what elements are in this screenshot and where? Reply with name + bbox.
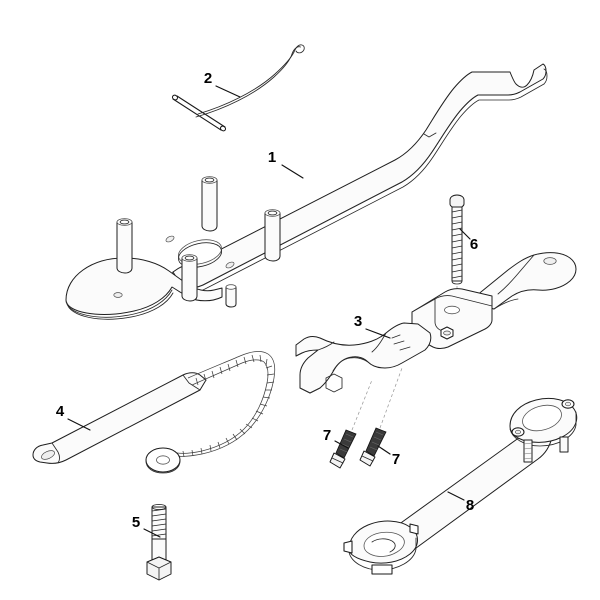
callout-6-number: 6: [470, 236, 478, 253]
callout-layer: 1 2 3 4 5 6: [56, 70, 478, 538]
callout-5-number: 5: [132, 514, 140, 531]
callout-1-number: 1: [268, 149, 276, 166]
callout-2: 2: [204, 70, 241, 98]
part-4-strap-assembly: [32, 351, 276, 474]
pin-lower-center: [181, 254, 198, 302]
part-6-threaded-bolt: [449, 194, 465, 310]
callout-2-number: 2: [204, 70, 212, 87]
callout-7a-number: 7: [323, 427, 331, 444]
callout-3-number: 3: [354, 313, 362, 330]
callout-6: 6: [459, 228, 478, 253]
callout-7b-number: 7: [392, 451, 400, 468]
callout-3: 3: [354, 313, 391, 339]
part-5-hex-bolt: [146, 503, 172, 581]
part-bracket-assembly: [295, 252, 577, 431]
pin-left: [116, 218, 133, 274]
callout-8-number: 8: [466, 497, 474, 514]
callout-4-number: 4: [56, 403, 65, 420]
callout-7a: 7: [323, 427, 349, 449]
callout-8: 8: [447, 491, 474, 514]
callout-4: 4: [56, 403, 91, 431]
pin-center: [201, 176, 218, 232]
part-1-mounting-bar: [65, 63, 548, 320]
braid-texture: [182, 354, 275, 458]
pin-right: [264, 209, 281, 262]
part-7-flange-bolt-right: [359, 427, 387, 467]
callout-1: 1: [268, 149, 304, 179]
part-8-ring-wrench: [343, 397, 578, 575]
part-7-flange-bolt-left: [329, 429, 357, 469]
part-2-hook-tool: [171, 44, 305, 132]
bolt-5-threads: [151, 508, 167, 537]
callout-7b: 7: [377, 445, 400, 468]
pin-stub: [225, 284, 237, 308]
bolt-6-threads: [451, 209, 463, 279]
callout-5: 5: [132, 514, 161, 538]
